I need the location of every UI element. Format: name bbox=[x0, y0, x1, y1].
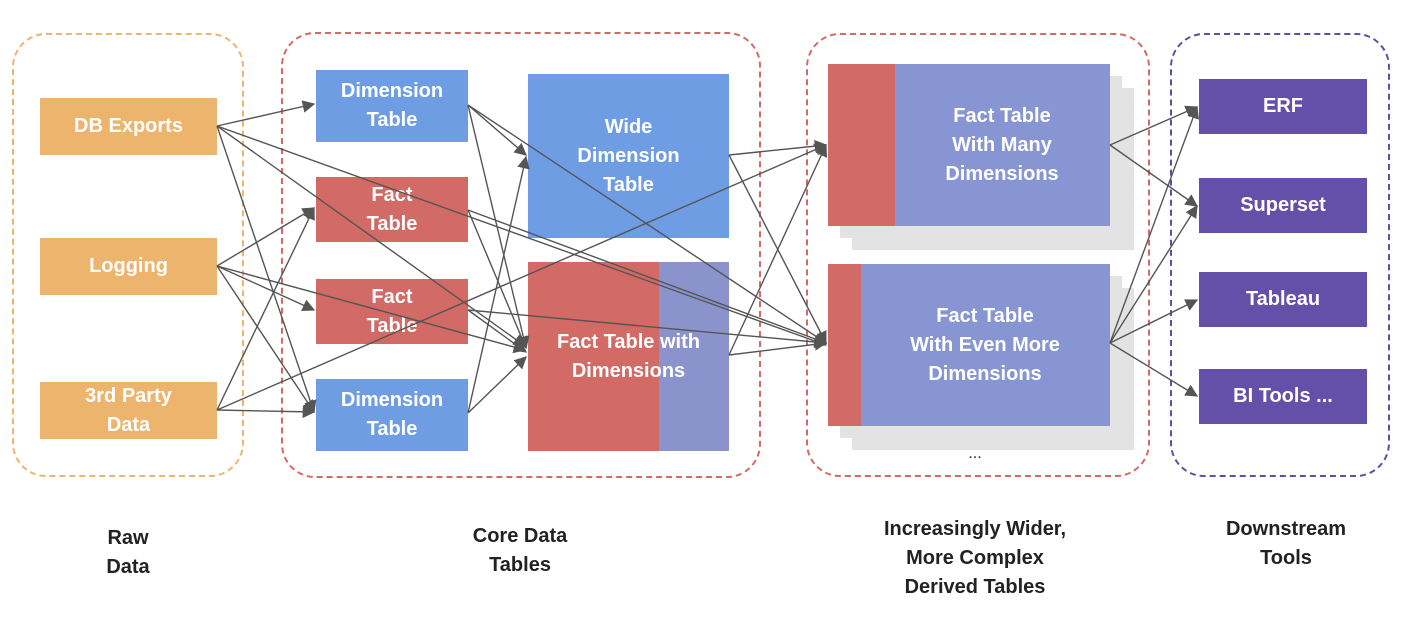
derived-ellipsis: ... bbox=[968, 445, 982, 462]
core-data-tables-caption: Core Data Tables bbox=[472, 525, 568, 576]
many-dimensions-fact-strip bbox=[828, 64, 895, 226]
fact-table-with-dimensions-box: Fact Table with Dimensions bbox=[528, 262, 729, 451]
bi-tools-box: BI Tools ... bbox=[1199, 369, 1367, 424]
fact-table-box-upper: Fact Table bbox=[316, 177, 468, 242]
derived-tables-caption: Increasingly Wider, More Complex Derived… bbox=[883, 518, 1067, 598]
fact-table-with-dimensions-label: Fact Table with Dimensions bbox=[557, 330, 700, 382]
erf-tool-box: ERF bbox=[1199, 79, 1367, 134]
tableau-tool-box: Tableau bbox=[1199, 272, 1367, 327]
superset-tool-box: Superset bbox=[1199, 178, 1367, 233]
db-exports-box: DB Exports bbox=[40, 98, 217, 155]
fact-table-even-more-dimensions-label: Fact Table With Even More Dimensions bbox=[910, 304, 1060, 385]
dimension-table-box-top: Dimension Table bbox=[316, 70, 468, 142]
dimension-table-box-bottom: Dimension Table bbox=[316, 379, 468, 451]
fact-table-even-more-dimensions-box: Fact Table With Even More Dimensions bbox=[828, 264, 1110, 426]
fact-table-box-lower: Fact Table bbox=[316, 279, 468, 344]
logging-box: Logging bbox=[40, 238, 217, 295]
even-more-dimensions-fact-strip bbox=[828, 264, 861, 426]
downstream-tools-caption: Downstream Tools bbox=[1225, 518, 1347, 569]
fact-table-many-dimensions-box: Fact Table With Many Dimensions bbox=[828, 64, 1110, 226]
fact-table-many-dimensions-label: Fact Table With Many Dimensions bbox=[945, 104, 1059, 185]
raw-data-caption: Raw Data bbox=[106, 527, 150, 578]
third-party-data-box: 3rd Party Data bbox=[40, 382, 217, 439]
wide-dimension-table-box: Wide Dimension Table bbox=[528, 74, 729, 238]
